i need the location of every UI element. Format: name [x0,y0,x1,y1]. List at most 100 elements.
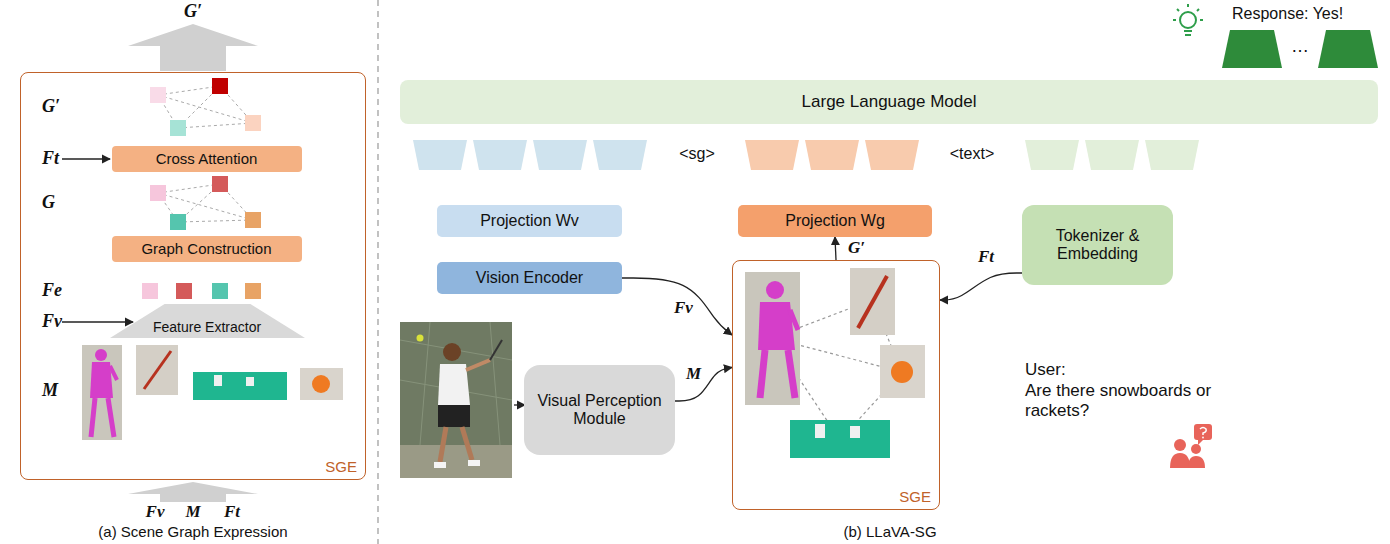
response-token [1222,30,1378,68]
refined-scene-graph [150,78,261,136]
sge-court-mask [850,426,860,438]
scene-graph [212,176,228,192]
panel-caption: (b) LLaVA-SG [843,523,936,541]
mask-person [82,345,122,440]
mask-symbol: M [42,380,58,402]
user-icon [1194,424,1212,440]
refined-scene-graph [178,123,253,128]
input-symbol: Fv [146,502,165,522]
flow-arrow [835,237,836,260]
input-photo [468,460,480,466]
input-photo [400,445,512,478]
mask-court [246,377,254,386]
user-icon [1174,439,1186,451]
mask-person [91,398,95,437]
mask-racket [136,345,178,395]
extractor-trapezoid: Feature Extractor [110,304,305,338]
sge-ball-mask [880,345,925,398]
node-text: SGE [325,458,357,475]
refined-scene-graph [158,86,220,95]
projection-box: Projection Wg [738,205,932,237]
process-box: Cross Attention [112,146,302,172]
input-symbol: Ft [224,502,240,522]
module-frame: SGE [732,260,940,510]
module-frame: SGE Cross AttentionGraph ConstructionFeat… [20,72,366,480]
graph-token [745,140,799,170]
sge-person-mask [760,350,765,398]
input-photo [440,427,446,462]
sge-ball-mask [891,361,913,383]
node-text: Projection Wv [480,212,579,230]
perception-box: Visual Perception Module [524,365,675,455]
speaker-label: User: [1025,360,1066,380]
flow-arrow [940,273,1022,300]
refined-scene-graph [158,95,253,123]
response-icon [1197,9,1199,11]
user-icon [1170,424,1212,468]
input-photo [490,340,502,360]
mask-court [193,372,287,400]
mask-person [110,366,117,380]
edge-label: Ft [976,247,996,267]
sge-court-mask [790,420,890,458]
special-token: <text> [950,144,994,163]
input-photo [490,322,500,445]
input-photo [438,405,470,427]
scene-graph [158,184,220,193]
encoder-box: Vision Encoder [437,262,622,294]
visual-token [593,140,647,170]
sge-person-mask [758,302,795,350]
refined-scene-graph [245,115,261,131]
user-icon [1200,428,1206,436]
projection-box: Projection Wv [437,205,622,237]
mask-racket [144,351,171,389]
text-feature-arrow [62,158,110,159]
user-icon [1198,440,1203,445]
mask-person [108,398,114,437]
node-text: Cross Attention [156,150,258,167]
input-photo [400,322,512,478]
graph-token [865,140,919,170]
refined-scene-graph [170,120,186,136]
node-text: Projection Wg [785,212,885,230]
entity-features [176,283,192,299]
mask-ball [312,375,330,393]
sge-person-mask [745,272,800,405]
response-icon [1184,30,1192,32]
scene-graph [245,212,261,228]
entity-features [212,283,228,299]
node-text: Visual Perception Module [536,392,663,428]
mask-ball [300,368,343,400]
scene-graph [178,220,253,222]
panel-caption: (a) Scene Graph Expression [98,523,287,541]
input-photo [400,322,512,478]
model-band: Large Language Model [400,80,1378,124]
response-token [1318,30,1378,68]
graph-symbol: G′ [42,96,60,118]
refined-scene-graph [150,87,166,103]
text-token [1145,140,1199,170]
text-token [1025,140,1079,170]
process-box: Graph Construction [112,236,302,262]
sge-racket-mask [850,268,895,335]
node-text: Graph Construction [141,240,271,257]
visual-token [473,140,527,170]
graph-token [805,140,859,170]
input-photo [400,340,512,360]
response-icon [1173,4,1203,35]
response-token [1222,30,1282,68]
mask-court [193,372,287,400]
input-photo [434,462,446,468]
output-arrow [128,24,258,71]
visual-token [533,140,587,170]
user-question: Are there snowboards or rackets? [1025,381,1225,422]
sge-person-mask [788,350,795,398]
mask-person [95,349,107,361]
visual-token [413,140,467,170]
mask-person [82,345,122,440]
user-icon [1202,437,1204,439]
node-text: Feature Extractor [153,319,261,335]
scene-graph [150,176,261,230]
panel-divider [377,0,378,544]
